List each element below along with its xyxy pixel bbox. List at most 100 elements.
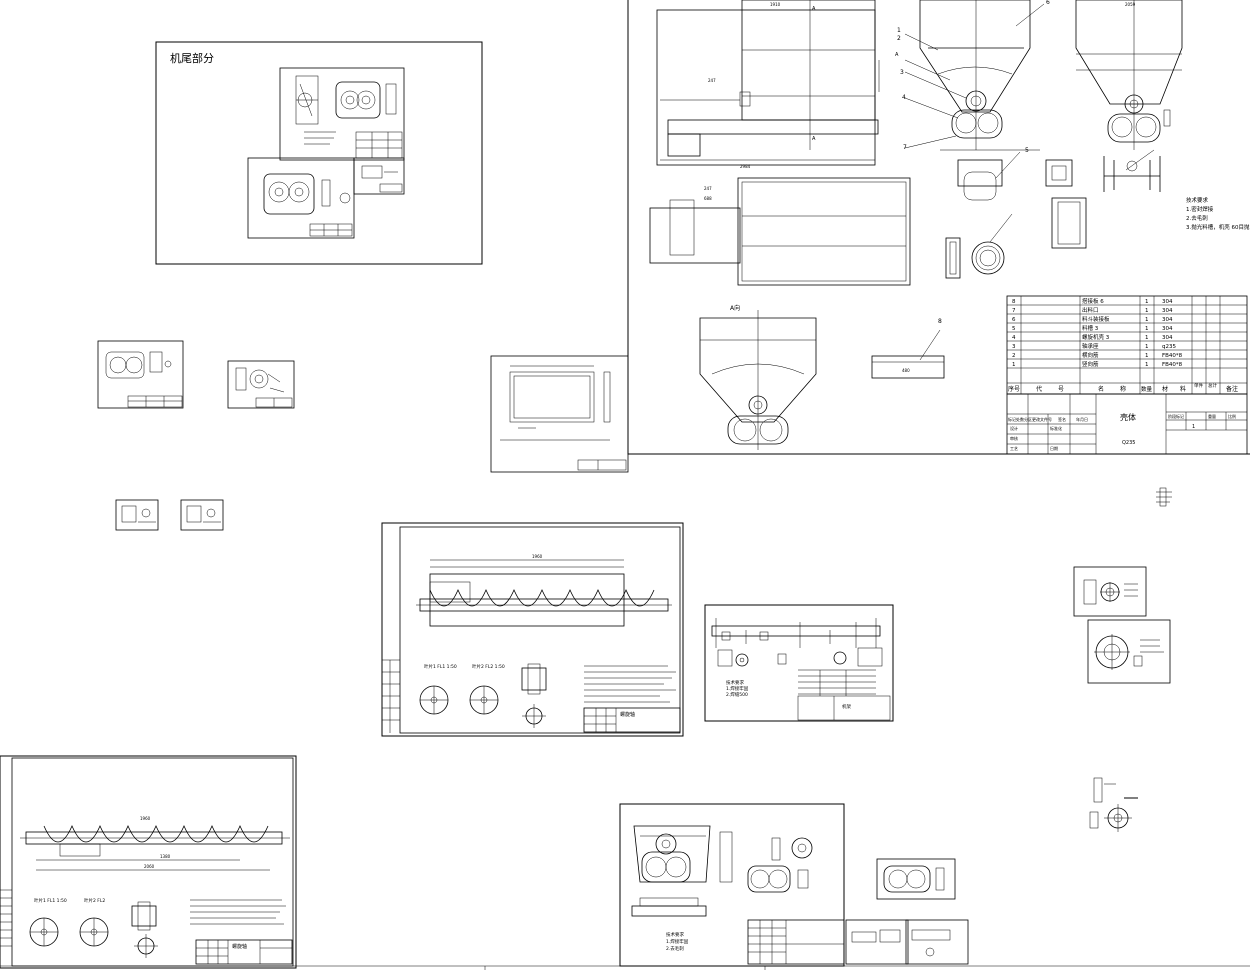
bom-row-4-material: 304: [1162, 326, 1173, 332]
bom-header-5: 数量: [1141, 385, 1153, 393]
tail-section-frame: 机尾部分: [155, 41, 483, 265]
bom-row-8-name: 竖向筋: [1082, 360, 1099, 368]
bom-row-3-material: 304: [1162, 317, 1173, 323]
tail-assembly-detail: [876, 858, 956, 900]
bom-row-2-qty: 1: [1145, 308, 1149, 314]
tb-label-3: 更改文件号: [1032, 416, 1052, 422]
bom-row-3-qty: 1: [1145, 317, 1149, 323]
small-sheet-a: [97, 340, 184, 409]
title-block-material: Q235: [1122, 440, 1135, 446]
bom-row-3-no: 6: [1012, 317, 1016, 323]
svg-text:2059: 2059: [1125, 2, 1136, 7]
screw-center-section-1: 叶片1 FL1 1:50: [424, 663, 457, 670]
balloon-3: 3: [900, 69, 904, 76]
tail-note-0: 技术要求: [666, 931, 684, 938]
tb-label-8: 审核: [1010, 435, 1018, 441]
sheet-edges: [0, 965, 1250, 970]
bom-row-2-material: 304: [1162, 308, 1173, 314]
bom-table: [1006, 295, 1248, 395]
balloon-1: 1: [897, 27, 901, 34]
screw-center-section-2: 叶片2 FL2 1:50: [472, 663, 505, 670]
bom-row-5-material: 304: [1162, 335, 1173, 341]
tb-label-0: 标记: [1008, 416, 1016, 422]
balloon-8: 8: [938, 318, 942, 325]
bom-header-8: 单件: [1194, 382, 1203, 389]
tb-label-13: 重量: [1208, 413, 1216, 419]
svg-text:2060: 2060: [144, 864, 155, 869]
bom-row-6-name: 轴承座: [1082, 342, 1099, 350]
tail-note-2: 2.去毛刺: [666, 945, 684, 952]
bom-row-1-material: 304: [1162, 299, 1173, 305]
title-block: [1006, 393, 1248, 455]
bom-row-7-name: 横向筋: [1082, 351, 1099, 359]
tb-label-5: 年月日: [1076, 416, 1088, 422]
bom-row-6-no: 3: [1012, 344, 1016, 350]
svg-text:1910: 1910: [770, 2, 781, 7]
bom-row-1-name: 搭接板 6: [1082, 297, 1104, 305]
tb-label-2: 分区: [1024, 416, 1032, 422]
balloon-2: 2: [897, 35, 901, 42]
tech-req-line-3: 3.抛光料槽，机壳 60目抛: [1186, 223, 1250, 231]
svg-text:A: A: [812, 136, 816, 142]
tail-small-sheets: [845, 919, 969, 965]
plate-sheet: [490, 355, 629, 473]
bom-header-2: 号: [1058, 386, 1064, 393]
bom-row-6-qty: 1: [1145, 344, 1149, 350]
screw-bottom-section-1: 叶片1 FL1 1:50: [34, 897, 67, 904]
bom-row-4-qty: 1: [1145, 326, 1149, 332]
svg-text:A: A: [895, 52, 899, 58]
tb-label-4: 签名: [1058, 416, 1066, 422]
detail-symbol: [1156, 487, 1172, 507]
screw-bottom-section-2: 叶片2 FL2: [84, 897, 105, 904]
svg-text:A: A: [812, 6, 816, 12]
tail-note-1: 1.焊接牢固: [666, 938, 689, 945]
svg-text:688: 688: [704, 196, 712, 201]
shell-sheet: 2984 247 1910 A A A 247 688 2059: [627, 0, 1250, 455]
bom-row-6-material: q235: [1162, 344, 1176, 350]
small-sheet-d: [180, 499, 224, 531]
balloon-6: 6: [1046, 0, 1050, 6]
svg-text:247: 247: [708, 78, 716, 83]
bom-header-0: 序号: [1008, 385, 1020, 393]
bom-row-8-material: FB40*8: [1162, 362, 1183, 368]
bom-row-5-qty: 1: [1145, 335, 1149, 341]
bom-row-7-no: 2: [1012, 353, 1016, 359]
bom-row-1-qty: 1: [1145, 299, 1149, 305]
frame-sheet: 技术要求 1.焊接牢固 2.焊缝500 机架: [704, 604, 894, 722]
tb-label-1: 处数: [1016, 416, 1024, 422]
bom-row-1-no: 8: [1012, 299, 1016, 305]
bom-header-9: 总计: [1208, 382, 1217, 389]
title-block-scale: 1: [1192, 424, 1195, 430]
tech-req-line-0: 技术要求: [1186, 196, 1209, 204]
bearing-detail-side: [1089, 777, 1138, 832]
bom-row-2-name: 出料口: [1082, 306, 1099, 314]
small-sheet-c: [115, 499, 159, 531]
tb-label-6: 设计: [1010, 425, 1018, 431]
tb-label-12: 阶段标记: [1168, 413, 1184, 419]
svg-text:2984: 2984: [740, 164, 751, 169]
bearing-detail-small: [1073, 566, 1147, 617]
tail-assembly-sheet: 技术要求 1.焊接牢固 2.去毛刺: [619, 803, 845, 967]
small-sheet-b: [227, 360, 295, 409]
screw-sheet-center: 1960 叶片1 FL1 1:50 叶片2 FL2 1:50 螺旋轴: [381, 522, 684, 737]
svg-text:1960: 1960: [140, 816, 151, 821]
tb-label-9: 工艺: [1010, 446, 1018, 451]
bom-row-4-name: 料槽 3: [1082, 324, 1099, 332]
title-block-title: 壳体: [1120, 412, 1136, 422]
bom-header-7: 料: [1180, 385, 1186, 393]
tb-label-14: 比例: [1228, 413, 1236, 419]
screw-bottom-title: 螺旋轴: [232, 943, 247, 950]
bom-header-3: 名: [1098, 385, 1104, 393]
balloon-5: 5: [1025, 147, 1029, 154]
svg-text:247: 247: [704, 186, 712, 191]
screw-center-title: 螺旋轴: [620, 711, 635, 718]
bom-row-3-name: 料斗装接板: [1082, 315, 1110, 323]
svg-text:1960: 1960: [532, 554, 543, 559]
tail-section-title: 机尾部分: [170, 51, 214, 65]
frame-note-0: 技术要求: [726, 679, 744, 686]
screw-sheet-bottom: 1960 1380 2060 叶片1 FL1 1:50 叶片2 FL2 螺旋轴: [0, 755, 297, 969]
bom-row-8-qty: 1: [1145, 362, 1149, 368]
bearing-detail-large: [1087, 619, 1171, 684]
balloon-4: 4: [902, 94, 906, 101]
